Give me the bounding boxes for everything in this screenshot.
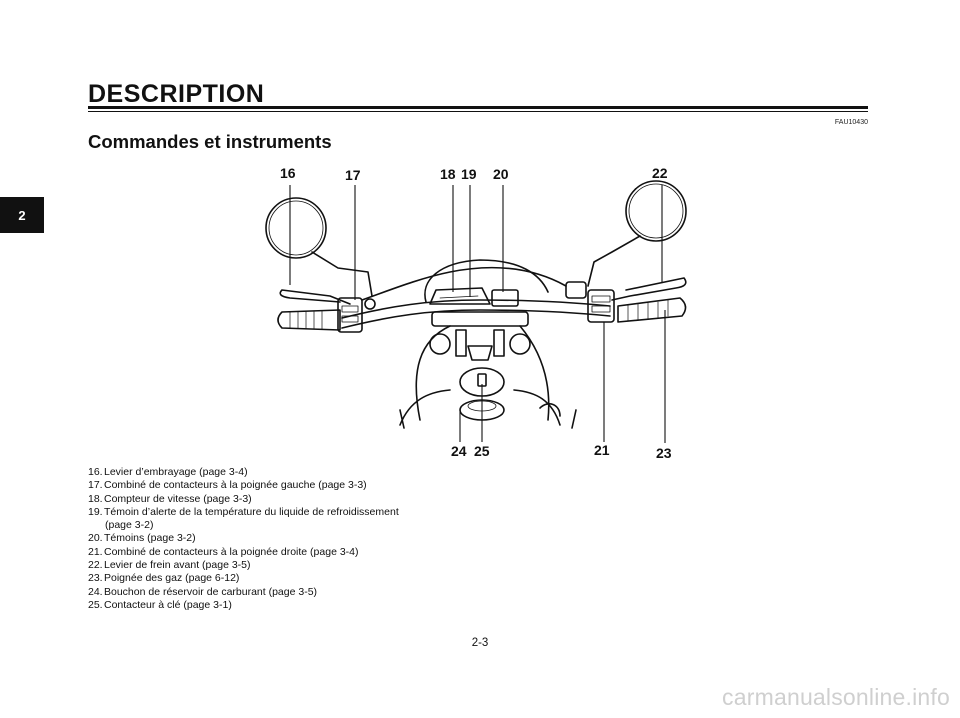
legend-text: Combiné de contacteurs à la poignée gauc… — [104, 479, 367, 492]
watermark: carmanualsonline.info — [722, 684, 950, 710]
legend-item: 16.Levier d’embrayage (page 3-4) — [88, 466, 648, 479]
callout-17: 17 — [345, 167, 361, 183]
left-grip — [277, 309, 341, 331]
callout-22: 22 — [652, 165, 668, 181]
legend-num: 18. — [88, 492, 103, 505]
legend-text: Levier d’embrayage (page 3-4) — [104, 466, 248, 478]
left-mirror — [265, 197, 327, 259]
page-number: 2-3 — [471, 637, 489, 649]
subsection-title: Commandes et instruments — [88, 131, 332, 152]
brake-lever — [611, 277, 687, 301]
legend-num: 20. — [88, 532, 103, 545]
legend-item-continuation: (page 3-2) — [88, 519, 648, 532]
legend-text: Levier de frein avant (page 3-5) — [104, 559, 251, 572]
legend-text: Témoins (page 3-2) — [104, 532, 196, 545]
legend-num: 25. — [88, 598, 103, 611]
legend-text: Bouchon de réservoir de carburant (page … — [104, 585, 318, 598]
legend-num: 19. — [88, 505, 103, 518]
title-rule — [88, 106, 868, 109]
legend-num: 22. — [88, 559, 103, 572]
fuel-cap — [459, 399, 505, 421]
legend-item: 19.Témoin d’alerte de la température du … — [88, 506, 648, 519]
legend-text: Combiné de contacteurs à la poignée droi… — [104, 545, 359, 558]
callout-16: 16 — [280, 165, 296, 181]
legend-item: 25.Contacteur à clé (page 3-1) — [88, 599, 648, 612]
handlebar — [341, 299, 611, 319]
right-grip — [617, 297, 687, 323]
legend-text: Témoin d’alerte de la température du liq… — [104, 505, 399, 518]
chapter-tab[interactable]: 2 — [0, 197, 44, 233]
callout-21: 21 — [594, 442, 610, 458]
legend-num: 16. — [88, 466, 103, 478]
legend-num: 21. — [88, 545, 103, 558]
left-switch-housing — [337, 297, 363, 333]
doc-code: FAU10430 — [834, 119, 868, 126]
callout-18: 18 — [440, 166, 456, 182]
legend-item: 17.Combiné de contacteurs à la poignée g… — [88, 479, 648, 492]
legend-item: 20.Témoins (page 3-2) — [88, 532, 648, 545]
right-mirror — [625, 180, 687, 242]
legend-num: 23. — [88, 572, 103, 585]
right-switch-housing — [587, 289, 615, 323]
callout-24: 24 — [451, 443, 467, 459]
callout-19: 19 — [461, 166, 477, 182]
legend-text: Compteur de vitesse (page 3-3) — [104, 492, 252, 505]
legend-item: 24.Bouchon de réservoir de carburant (pa… — [88, 586, 648, 599]
legend-item: 22.Levier de frein avant (page 3-5) — [88, 559, 648, 572]
legend-num: 17. — [88, 479, 103, 492]
key-switch — [459, 367, 505, 397]
legend-num: 24. — [88, 585, 103, 598]
speedometer — [429, 287, 491, 305]
callout-23: 23 — [656, 445, 672, 461]
callout-25: 25 — [474, 443, 490, 459]
section-title: DESCRIPTION — [88, 80, 265, 108]
callout-20: 20 — [493, 166, 509, 182]
legend-item: 18.Compteur de vitesse (page 3-3) — [88, 493, 648, 506]
title-rule-thin — [88, 111, 868, 112]
parts-legend: 16.Levier d’embrayage (page 3-4) 17.Comb… — [88, 466, 648, 612]
clutch-lever — [279, 289, 351, 305]
legend-text: Poignée des gaz (page 6-12) — [104, 572, 240, 585]
legend-item: 23.Poignée des gaz (page 6-12) — [88, 572, 648, 585]
legend-text: (page 3-2) — [105, 519, 154, 532]
legend-item: 21.Combiné de contacteurs à la poignée d… — [88, 546, 648, 559]
indicator-lights — [491, 289, 519, 307]
legend-text: Contacteur à clé (page 3-1) — [104, 598, 232, 611]
